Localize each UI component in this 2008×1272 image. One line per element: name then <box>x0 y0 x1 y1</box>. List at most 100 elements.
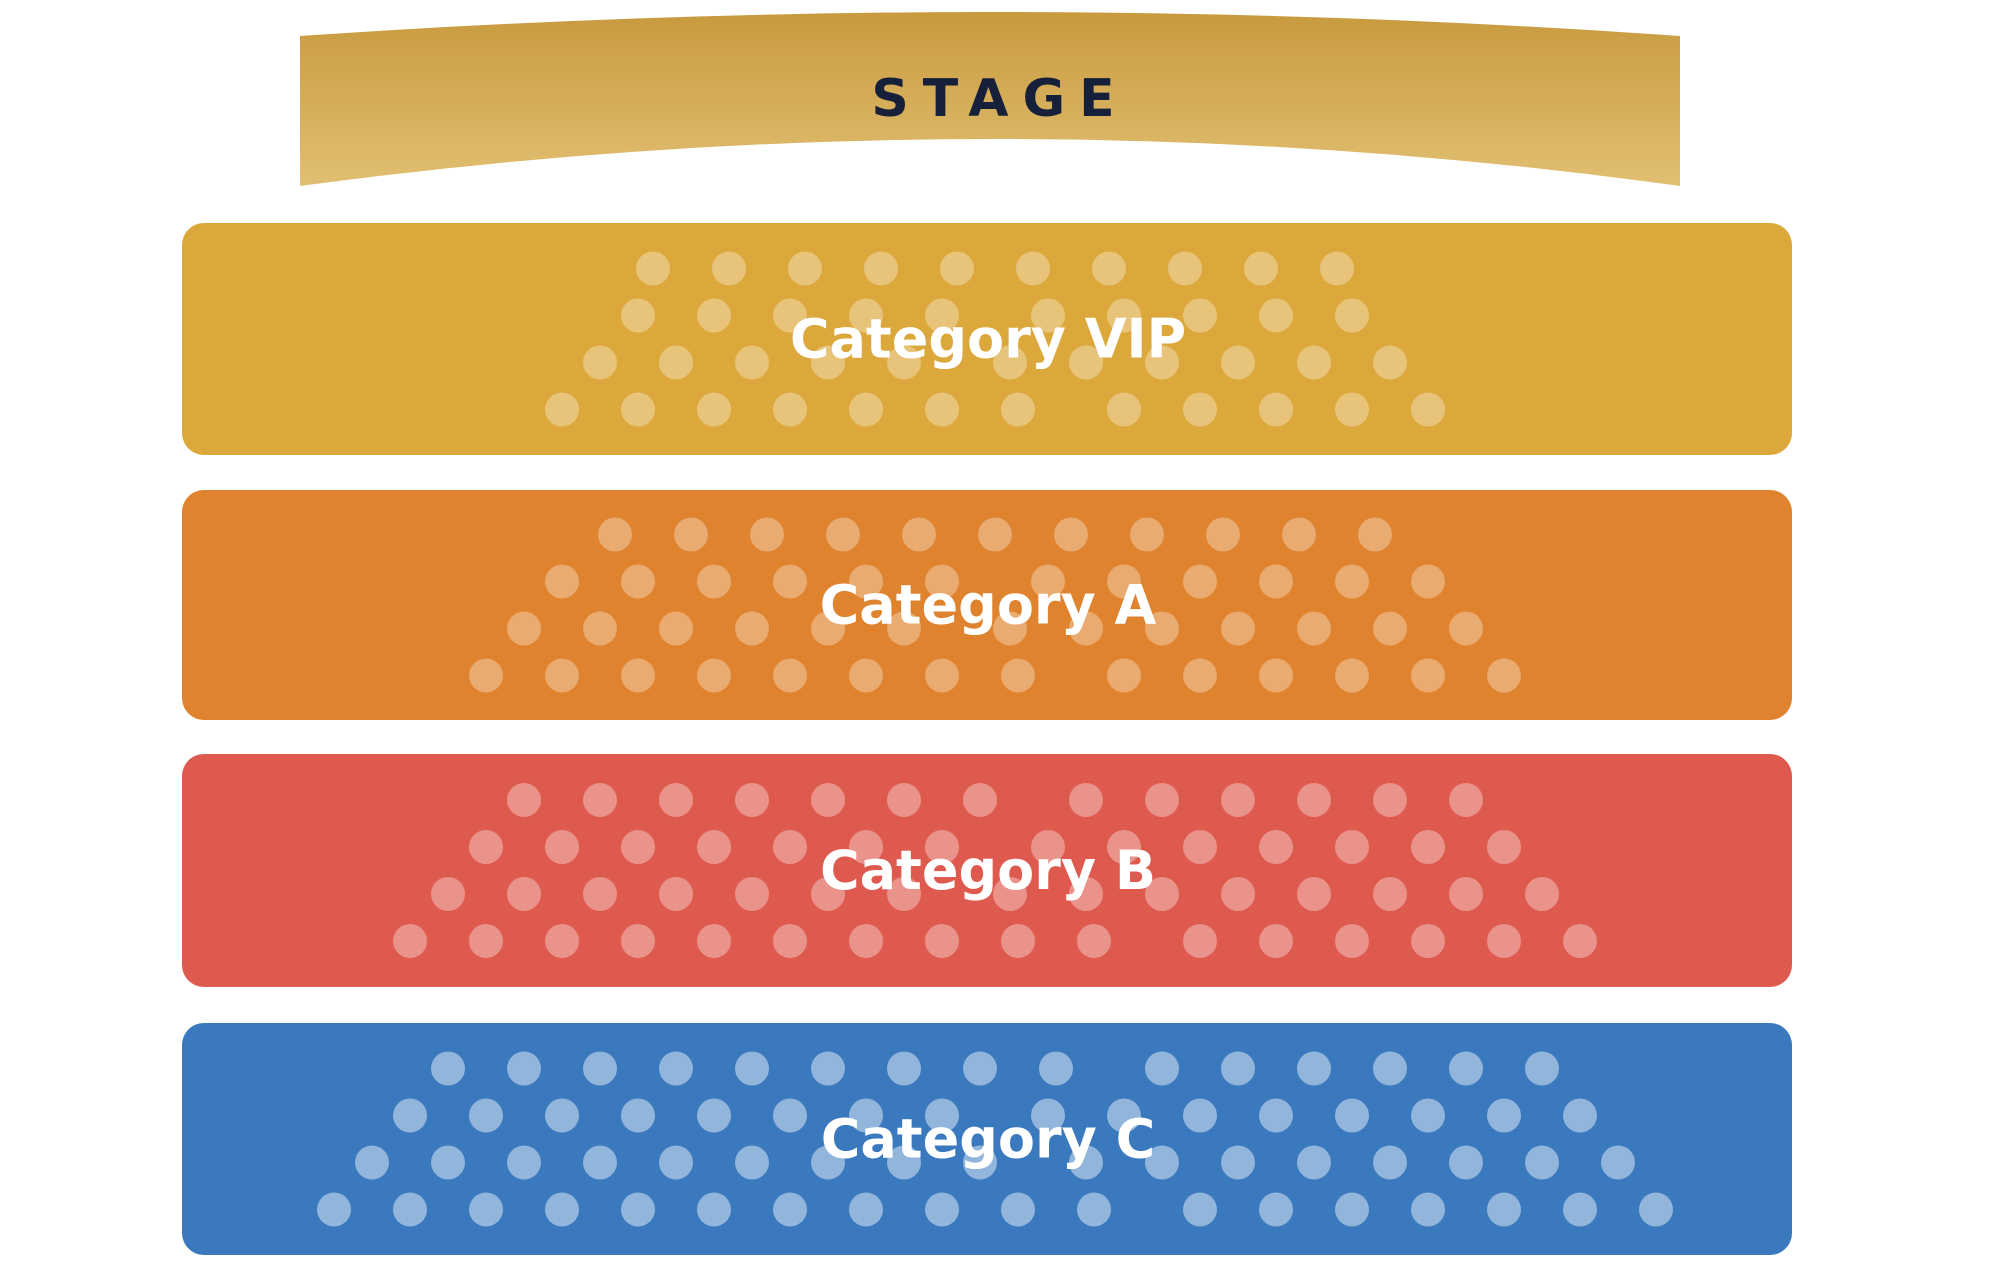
seat[interactable] <box>1259 658 1293 693</box>
seat[interactable] <box>1183 1192 1217 1227</box>
seat[interactable] <box>887 877 921 911</box>
seat[interactable] <box>1297 345 1331 380</box>
seat[interactable] <box>393 924 427 958</box>
seat[interactable] <box>1107 658 1141 693</box>
seat[interactable] <box>1563 1192 1597 1227</box>
seat[interactable] <box>1069 345 1103 380</box>
seat[interactable] <box>1320 251 1354 286</box>
seat[interactable] <box>1145 345 1179 380</box>
seat[interactable] <box>963 783 997 817</box>
seat[interactable] <box>849 658 883 693</box>
seat[interactable] <box>925 298 959 333</box>
seat[interactable] <box>849 564 883 599</box>
seat[interactable] <box>864 251 898 286</box>
seat[interactable] <box>925 392 959 427</box>
seat[interactable] <box>1358 517 1392 552</box>
seat[interactable] <box>1297 611 1331 646</box>
seat[interactable] <box>621 658 655 693</box>
seat[interactable] <box>925 924 959 958</box>
section-cat-b[interactable]: Category B <box>182 754 1792 987</box>
seat[interactable] <box>1411 392 1445 427</box>
seat[interactable] <box>659 783 693 817</box>
seat[interactable] <box>1183 298 1217 333</box>
seat[interactable] <box>1039 1051 1073 1086</box>
seat[interactable] <box>1297 877 1331 911</box>
seat[interactable] <box>1183 392 1217 427</box>
seat[interactable] <box>583 1145 617 1180</box>
seat[interactable] <box>469 658 503 693</box>
seat[interactable] <box>1069 877 1103 911</box>
seat[interactable] <box>1449 611 1483 646</box>
seat[interactable] <box>431 1145 465 1180</box>
seat[interactable] <box>1259 564 1293 599</box>
seat[interactable] <box>826 517 860 552</box>
seat[interactable] <box>583 611 617 646</box>
seat[interactable] <box>621 298 655 333</box>
seat[interactable] <box>773 924 807 958</box>
seat[interactable] <box>1031 564 1065 599</box>
seat[interactable] <box>317 1192 351 1227</box>
seat[interactable] <box>1107 298 1141 333</box>
seat[interactable] <box>1601 1145 1635 1180</box>
seat[interactable] <box>393 1098 427 1133</box>
seat[interactable] <box>659 877 693 911</box>
seat[interactable] <box>1001 658 1035 693</box>
seat[interactable] <box>925 1098 959 1133</box>
seat[interactable] <box>697 830 731 864</box>
seat[interactable] <box>1282 517 1316 552</box>
seat[interactable] <box>750 517 784 552</box>
seat[interactable] <box>887 1051 921 1086</box>
seat[interactable] <box>811 877 845 911</box>
seat[interactable] <box>773 658 807 693</box>
seat[interactable] <box>811 1145 845 1180</box>
section-cat-a[interactable]: Category A <box>182 490 1792 720</box>
seat[interactable] <box>925 830 959 864</box>
seat[interactable] <box>1001 392 1035 427</box>
seat[interactable] <box>507 1145 541 1180</box>
seat[interactable] <box>1335 392 1369 427</box>
seat[interactable] <box>963 1051 997 1086</box>
seat[interactable] <box>735 611 769 646</box>
seat[interactable] <box>621 1098 655 1133</box>
seat[interactable] <box>925 1192 959 1227</box>
seat[interactable] <box>735 783 769 817</box>
seat[interactable] <box>545 1192 579 1227</box>
seat[interactable] <box>1001 924 1035 958</box>
section-band[interactable] <box>182 490 1792 720</box>
seat[interactable] <box>735 877 769 911</box>
seat[interactable] <box>1411 1192 1445 1227</box>
seat[interactable] <box>1259 1098 1293 1133</box>
seat[interactable] <box>621 564 655 599</box>
seat[interactable] <box>887 1145 921 1180</box>
seat[interactable] <box>1335 564 1369 599</box>
seat[interactable] <box>598 517 632 552</box>
seat[interactable] <box>1107 564 1141 599</box>
seat[interactable] <box>773 830 807 864</box>
seat[interactable] <box>1259 830 1293 864</box>
seat[interactable] <box>1069 783 1103 817</box>
seat[interactable] <box>1259 1192 1293 1227</box>
seat[interactable] <box>507 611 541 646</box>
seat[interactable] <box>1373 1145 1407 1180</box>
seat[interactable] <box>636 251 670 286</box>
seat[interactable] <box>659 1051 693 1086</box>
seat[interactable] <box>1168 251 1202 286</box>
seat[interactable] <box>773 564 807 599</box>
seat[interactable] <box>1411 924 1445 958</box>
seat[interactable] <box>1183 1098 1217 1133</box>
seat[interactable] <box>1259 392 1293 427</box>
seat[interactable] <box>469 924 503 958</box>
seat[interactable] <box>1297 783 1331 817</box>
seat[interactable] <box>1221 877 1255 911</box>
seat[interactable] <box>773 298 807 333</box>
seat[interactable] <box>735 1051 769 1086</box>
seat[interactable] <box>993 611 1027 646</box>
seat[interactable] <box>583 877 617 911</box>
seat[interactable] <box>773 1098 807 1133</box>
seat[interactable] <box>849 392 883 427</box>
seat[interactable] <box>735 345 769 380</box>
seat[interactable] <box>583 345 617 380</box>
seat[interactable] <box>1335 1098 1369 1133</box>
seat[interactable] <box>621 392 655 427</box>
seat[interactable] <box>697 1098 731 1133</box>
